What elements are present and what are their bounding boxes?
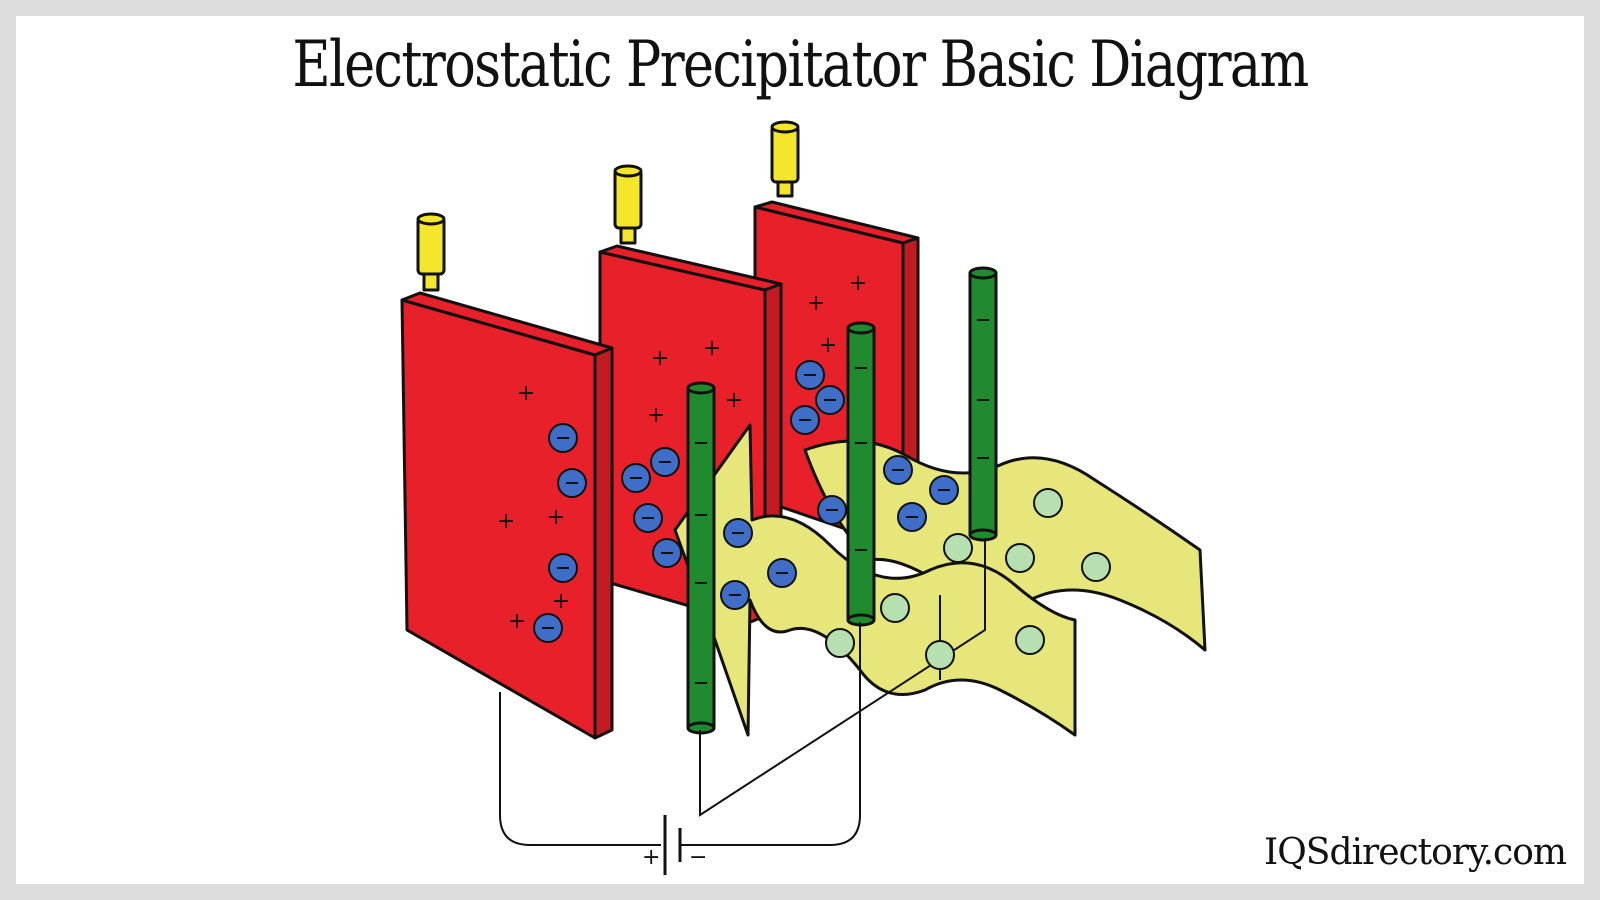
uncharged-particle xyxy=(825,628,855,658)
circuit-wiring xyxy=(499,538,986,846)
positive-charge-sign: + xyxy=(552,589,570,614)
uncharged-particle xyxy=(1033,488,1063,518)
charge-signs: + + + + + + + + + + + + xyxy=(497,271,989,684)
uncharged-particles xyxy=(825,488,1111,670)
charged-particles xyxy=(533,360,959,643)
insulator-1 xyxy=(416,212,446,292)
positive-charge-sign: + xyxy=(807,291,825,316)
uncharged-particle xyxy=(1005,543,1035,573)
battery-icon xyxy=(663,815,682,875)
discharge-electrode-3 xyxy=(968,266,998,542)
positive-charge-sign: + xyxy=(703,336,721,361)
uncharged-particle xyxy=(1015,625,1045,655)
uncharged-particle xyxy=(943,533,973,563)
brand-watermark: IQSdirectory.com xyxy=(1264,832,1567,873)
positive-charge-sign: + xyxy=(497,509,515,534)
positive-charge-sign: + xyxy=(517,381,535,406)
positive-charge-sign: + xyxy=(819,333,837,358)
insulator-2 xyxy=(613,164,643,245)
positive-charge-sign: + xyxy=(849,271,867,296)
battery-negative-label: − xyxy=(689,845,707,870)
positive-charge-sign: + xyxy=(508,609,526,634)
uncharged-particle xyxy=(1081,552,1111,582)
positive-charge-sign: + xyxy=(725,388,743,413)
positive-charge-sign: + xyxy=(651,346,669,371)
discharge-electrode-1 xyxy=(686,381,716,735)
uncharged-particle xyxy=(880,593,910,623)
insulator-3 xyxy=(770,120,800,198)
positive-charge-sign: + xyxy=(547,505,565,530)
gas-stream-back xyxy=(803,439,1207,652)
discharge-electrode-2 xyxy=(846,321,876,627)
battery-positive-label: + xyxy=(642,845,660,870)
page-title: Electrostatic Precipitator Basic Diagram xyxy=(292,28,1309,102)
uncharged-particle xyxy=(925,640,955,670)
positive-charge-sign: + xyxy=(647,403,665,428)
